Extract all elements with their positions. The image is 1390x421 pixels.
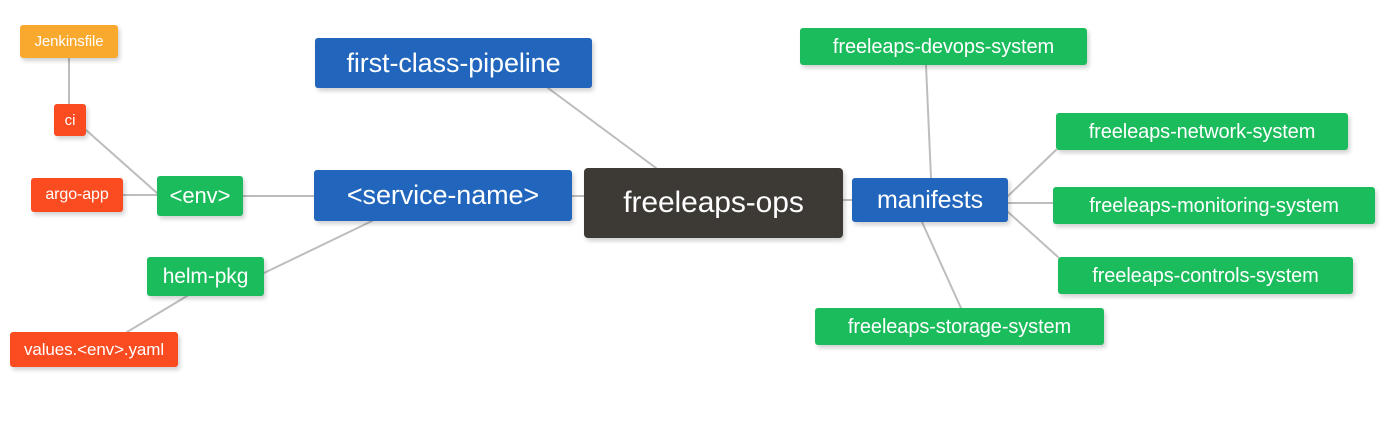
node-freeleaps-ops[interactable]: freeleaps-ops <box>584 168 843 238</box>
edge-manifests-to-controls-system <box>1007 211 1059 258</box>
node-monitoring-system[interactable]: freeleaps-monitoring-system <box>1053 187 1375 224</box>
node-devops-system[interactable]: freeleaps-devops-system <box>800 28 1087 65</box>
node-env[interactable]: <env> <box>157 176 243 216</box>
node-manifests[interactable]: manifests <box>852 178 1008 222</box>
edge-first-class-pipeline-to-freeleaps-ops <box>547 87 657 169</box>
node-controls-system[interactable]: freeleaps-controls-system <box>1058 257 1353 294</box>
node-helm-pkg[interactable]: helm-pkg <box>147 257 264 296</box>
edge-helm-pkg-to-values-yaml <box>126 295 188 333</box>
node-jenkinsfile[interactable]: Jenkinsfile <box>20 25 118 58</box>
edge-manifests-to-network-system <box>1007 149 1057 197</box>
edge-manifests-to-storage-system <box>921 221 962 309</box>
edge-manifests-to-devops-system <box>925 64 932 179</box>
node-network-system[interactable]: freeleaps-network-system <box>1056 113 1348 150</box>
edge-service-name-to-helm-pkg <box>263 220 373 274</box>
node-values-yaml[interactable]: values.<env>.yaml <box>10 332 178 367</box>
node-first-class-pipeline[interactable]: first-class-pipeline <box>315 38 592 88</box>
node-argo-app[interactable]: argo-app <box>31 178 123 212</box>
node-ci[interactable]: ci <box>54 104 86 136</box>
node-storage-system[interactable]: freeleaps-storage-system <box>815 308 1104 345</box>
node-service-name[interactable]: <service-name> <box>314 170 572 221</box>
